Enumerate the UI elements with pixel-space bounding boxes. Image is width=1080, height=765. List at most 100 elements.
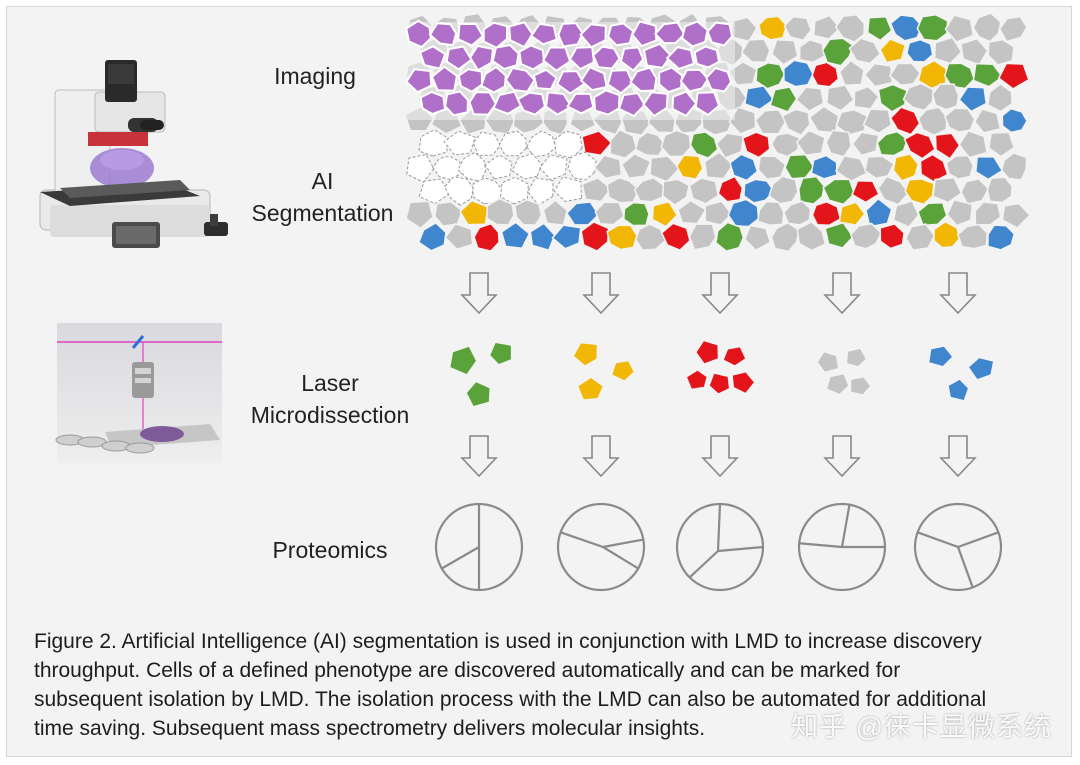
isolated-cell [574, 343, 597, 366]
imaging-cell [418, 45, 447, 70]
imaging-cell [430, 65, 458, 92]
imaging-cell [480, 65, 507, 94]
imaging-cell [619, 46, 645, 73]
tissue-cell [851, 131, 880, 157]
pie-slice-divider [956, 546, 974, 588]
imaging-cell [591, 45, 621, 70]
tissue-cell [1001, 107, 1028, 134]
isolated-cell [490, 343, 511, 364]
pie-slice-divider [717, 545, 764, 553]
imaging-cell [428, 22, 458, 47]
tissue-cell [1000, 152, 1028, 181]
tissue-cell [795, 86, 825, 113]
tissue-cell [755, 61, 786, 90]
proteomics-label: Proteomics [272, 537, 388, 563]
tissue-cell [892, 153, 920, 182]
tissue-cell [933, 220, 961, 249]
tissue-cell [987, 131, 1015, 158]
tissue-cell [513, 198, 543, 226]
tissue-cell [472, 131, 501, 157]
tissue-cell [649, 155, 681, 183]
tissue-cell [997, 62, 1030, 90]
tissue-cell [553, 176, 583, 203]
tissue-cell [623, 201, 650, 227]
tissue-cell [741, 131, 771, 159]
imaging-cell [532, 68, 558, 91]
tissue-cell [863, 62, 894, 88]
tissue-cell [795, 129, 826, 157]
tissue-cell [620, 153, 652, 180]
imaging-cell-overlay [405, 19, 735, 120]
isolated-cell [612, 361, 634, 381]
imaging-cell [579, 65, 608, 92]
tissue-cell [444, 176, 474, 206]
tissue-cell [677, 199, 707, 225]
isolated-cell [948, 379, 968, 400]
imaging-cell [445, 45, 473, 71]
tissue-cell [986, 176, 1013, 204]
down-arrow [701, 272, 739, 315]
imaging-cell [665, 45, 696, 71]
tissue-cell [660, 129, 692, 158]
tissue-cell [851, 180, 880, 204]
tissue-cell [849, 222, 883, 250]
isolated-cell [732, 372, 754, 393]
imaging-cell [444, 90, 469, 117]
pie-chart [556, 502, 646, 592]
tissue-cell [838, 201, 866, 226]
tissue-cell [443, 130, 476, 156]
tissue-cell [434, 201, 463, 227]
tissue-cell [406, 154, 435, 183]
imaging-cell [491, 43, 520, 70]
caption-line-2: throughput. Cells of a defined phenotype… [34, 659, 901, 682]
tissue-cell [606, 224, 638, 251]
tissue-cell [715, 221, 745, 252]
tissue-cell [727, 198, 760, 228]
imaging-cell [631, 20, 658, 48]
pie-slice-divider [957, 531, 999, 549]
tissue-cell [457, 151, 487, 182]
imaging-cell [457, 68, 484, 93]
tissue-cell [418, 178, 451, 205]
pie-slice-divider [560, 531, 604, 549]
tissue-cell [811, 200, 842, 227]
down-arrow [823, 272, 861, 315]
tissue-cell [459, 199, 490, 226]
imaging-cell [557, 22, 584, 48]
proteomics-pie-charts [434, 502, 1003, 592]
blue-cell-cluster [929, 346, 993, 400]
tissue-cell [770, 38, 799, 66]
down-arrow [582, 435, 620, 478]
tissue-cell [606, 176, 640, 204]
tissue-cell [768, 175, 799, 205]
tissue-cell [770, 221, 800, 253]
tissue-cell [405, 200, 434, 230]
down-arrow [939, 272, 977, 315]
tissue-cell [796, 220, 827, 252]
tissue-cell [553, 130, 583, 159]
tissue-cell [688, 223, 717, 251]
imaging-cell [606, 69, 634, 95]
pie-slice-divider [716, 503, 722, 552]
lmd-label-line2: Microdissection [250, 402, 410, 428]
pie-chart [675, 502, 765, 592]
tissue-cell [946, 198, 974, 227]
tissue-cell [958, 86, 988, 113]
tissue-cell [960, 37, 989, 66]
tissue-cell [783, 15, 813, 42]
caption-line-3: subsequent isolation by LMD. The isolati… [34, 688, 987, 711]
tissue-cell [865, 197, 893, 228]
tissue-cell [853, 85, 880, 110]
imaging-cell [457, 22, 485, 47]
tissue-cell [740, 38, 771, 63]
pie-slice-divider [917, 531, 959, 549]
tissue-cell [902, 82, 934, 112]
ai-segmentation-label: AI Segmentation [230, 165, 415, 229]
tissue-cell [987, 39, 1015, 66]
imaging-cell [405, 68, 433, 94]
pie-slice-divider [602, 546, 639, 570]
yellow-cell-cluster [574, 343, 634, 400]
tissue-cell [704, 200, 733, 226]
tissue-cell [848, 37, 882, 65]
